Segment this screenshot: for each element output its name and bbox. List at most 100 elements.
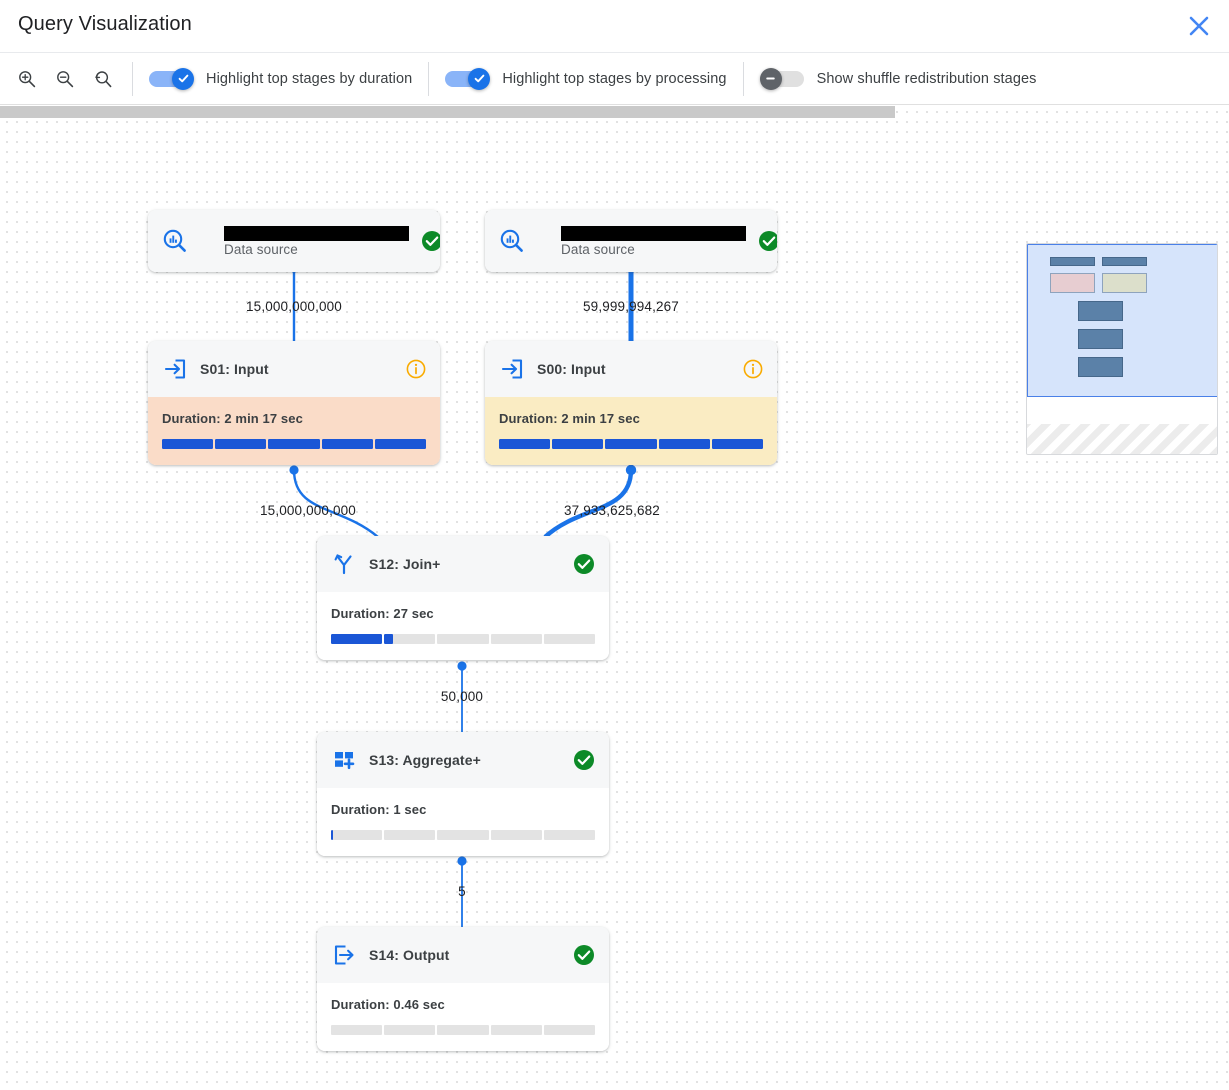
- toggle-highlight-top-stages-by-duration[interactable]: Highlight top stages by duration: [149, 53, 412, 104]
- minimap-node: [1050, 257, 1095, 266]
- node-title: S00: Input: [537, 361, 606, 377]
- duration-label: Duration: 1 sec: [331, 802, 427, 817]
- toolbar-divider-2: [428, 61, 430, 96]
- zoom-controls: [0, 53, 116, 104]
- node-stage-s12-join[interactable]: S12: Join+ Duration: 27 sec: [317, 536, 609, 660]
- progress-segment: [384, 1025, 436, 1035]
- duration-progress-bar: [331, 1025, 596, 1035]
- switch-shuffle[interactable]: [759, 67, 806, 90]
- node-body: Duration: 27 sec: [317, 592, 609, 660]
- join-merge-icon: [331, 551, 357, 577]
- status-badge-info-icon[interactable]: [743, 359, 763, 379]
- status-badge-info-icon[interactable]: [406, 359, 426, 379]
- switch-processing[interactable]: [445, 67, 491, 90]
- progress-segment: [437, 634, 489, 644]
- minimap-offscreen-area: [1027, 424, 1217, 454]
- toggle-highlight-top-stages-by-processing[interactable]: Highlight top stages by processing: [445, 53, 726, 104]
- edge-label: 37,933,625,682: [564, 503, 660, 518]
- progress-segment: [658, 439, 710, 449]
- node-header: S01: Input: [148, 341, 440, 397]
- duration-label: Duration: 2 min 17 sec: [499, 411, 640, 426]
- zoom-reset-icon[interactable]: [90, 66, 116, 92]
- minimap-node: [1078, 329, 1123, 349]
- progress-segment: [490, 1025, 542, 1035]
- toolbar-divider: [132, 61, 133, 96]
- node-title: S13: Aggregate+: [369, 752, 481, 768]
- node-data-source-left[interactable]: Data source: [148, 210, 440, 272]
- progress-segment: [384, 634, 436, 644]
- status-badge-success-icon: [758, 230, 777, 252]
- progress-segment: [437, 830, 489, 840]
- minimap-node: [1078, 301, 1123, 321]
- progress-segment: [437, 1025, 489, 1035]
- node-stage-s14-output[interactable]: S14: Output Duration: 0.46 sec: [317, 927, 609, 1051]
- minimap[interactable]: [1026, 243, 1218, 455]
- edge-label: 15,000,000,000: [246, 299, 342, 314]
- node-header: S12: Join+: [317, 536, 609, 592]
- zoom-out-icon[interactable]: [52, 66, 78, 92]
- edge-label: 15,000,000,000: [260, 503, 356, 518]
- dialog-titlebar: Query Visualization: [0, 0, 1229, 52]
- toggle-show-shuffle-redistribution-stages[interactable]: Show shuffle redistribution stages: [759, 53, 1037, 104]
- switch-thumb-minus-icon: [759, 67, 782, 90]
- node-body: Duration: 2 min 17 sec: [485, 397, 777, 465]
- duration-label: Duration: 0.46 sec: [331, 997, 445, 1012]
- node-subtitle: Data source: [561, 241, 635, 257]
- progress-segment: [331, 830, 383, 840]
- node-stage-s00-input[interactable]: S00: Input Duration: 2 min 17 sec: [485, 341, 777, 465]
- progress-segment: [215, 439, 267, 449]
- toggle-label-processing: Highlight top stages by processing: [502, 70, 727, 87]
- status-badge-success-icon: [421, 230, 440, 252]
- progress-segment: [321, 439, 373, 449]
- input-arrow-icon: [499, 356, 525, 382]
- redacted-table-name: [561, 225, 746, 241]
- node-subtitle: Data source: [224, 241, 298, 257]
- page-title: Query Visualization: [18, 13, 192, 35]
- node-title: S12: Join+: [369, 556, 441, 572]
- minimap-viewport[interactable]: [1027, 244, 1217, 397]
- minimap-node: [1078, 357, 1123, 377]
- duration-label: Duration: 2 min 17 sec: [162, 411, 303, 426]
- duration-progress-bar: [499, 439, 764, 449]
- progress-segment: [543, 1025, 596, 1035]
- node-body: Duration: 2 min 17 sec: [148, 397, 440, 465]
- progress-segment: [331, 1025, 383, 1035]
- scrollbar-thumb[interactable]: [0, 106, 895, 118]
- toolbar-divider-3: [742, 61, 744, 96]
- status-badge-success-icon: [573, 749, 595, 771]
- switch-duration[interactable]: [149, 67, 195, 90]
- progress-segment: [374, 439, 427, 449]
- node-stage-s01-input[interactable]: S01: Input Duration: 2 min 17 sec: [148, 341, 440, 465]
- node-stage-s13-aggregate[interactable]: S13: Aggregate+ Duration: 1 sec: [317, 732, 609, 856]
- progress-segment: [490, 830, 542, 840]
- node-header: Data source: [148, 210, 440, 272]
- edge-label: 59,999,994,267: [583, 299, 679, 314]
- redacted-table-name: [224, 225, 409, 241]
- node-body: Duration: 1 sec: [317, 788, 609, 856]
- minimap-node-highlighted: [1050, 273, 1095, 293]
- node-title: S01: Input: [200, 361, 269, 377]
- node-label-group: Data source: [537, 225, 746, 257]
- progress-segment: [499, 439, 551, 449]
- progress-segment: [490, 634, 542, 644]
- minimap-node-highlighted: [1102, 273, 1147, 293]
- progress-segment: [268, 439, 320, 449]
- graph-canvas[interactable]: 15,000,000,000 59,999,994,267 15,000,000…: [0, 105, 1229, 1090]
- duration-label: Duration: 27 sec: [331, 606, 434, 621]
- node-label-group: Data source: [200, 225, 409, 257]
- close-icon[interactable]: [1183, 10, 1215, 42]
- switch-thumb-check-icon: [468, 67, 491, 90]
- toggle-label-shuffle: Show shuffle redistribution stages: [816, 70, 1037, 87]
- node-header: S13: Aggregate+: [317, 732, 609, 788]
- node-data-source-right[interactable]: Data source: [485, 210, 777, 272]
- duration-progress-bar: [331, 830, 596, 840]
- zoom-in-icon[interactable]: [14, 66, 40, 92]
- data-source-search-icon: [499, 228, 525, 254]
- status-badge-success-icon: [573, 944, 595, 966]
- progress-segment: [384, 830, 436, 840]
- toggle-label-duration: Highlight top stages by duration: [206, 70, 413, 87]
- minimap-node: [1102, 257, 1147, 266]
- horizontal-scrollbar[interactable]: [0, 105, 1229, 119]
- duration-progress-bar: [331, 634, 596, 644]
